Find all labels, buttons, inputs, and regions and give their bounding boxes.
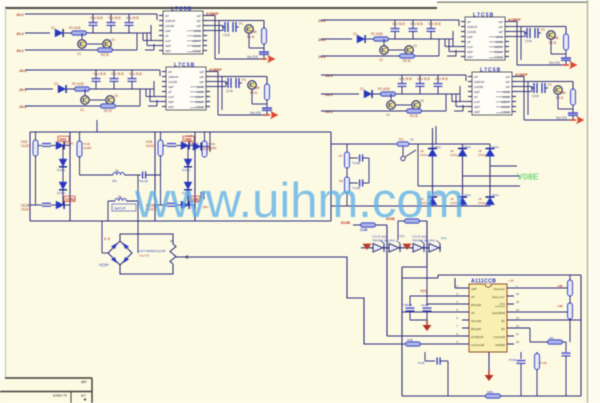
svg-text:41/4B: 41/4B [386, 217, 395, 221]
svg-text:SaP: SaP [471, 287, 477, 291]
svg-text:Tm2B: Tm2B [352, 186, 360, 190]
svg-text:2: 2 [457, 284, 459, 288]
svg-text:14: 14 [516, 308, 519, 312]
svg-text:1: 1 [516, 284, 518, 288]
svg-text:R1/4B: R1/4B [341, 221, 351, 225]
svg-text:Tacc@: Tacc@ [139, 179, 148, 183]
svg-text:1S/Hc: 1S/Hc [450, 153, 458, 157]
svg-text:2R): 2R) [112, 179, 117, 183]
svg-text:PV/B: PV/B [509, 358, 516, 362]
svg-text:I2: I2 [196, 200, 199, 204]
svg-text:9: 9 [457, 340, 459, 344]
svg-text:1N(s): 1N(s) [464, 145, 471, 149]
svg-text:A: B: A: B [104, 237, 110, 241]
svg-text:13: 13 [516, 316, 519, 320]
svg-text:C1/B: C1/B [360, 228, 368, 232]
svg-text:ab!: ab! [81, 379, 87, 384]
svg-text:xTxI: xTxI [499, 302, 505, 306]
svg-text:a/E: a/E [549, 336, 554, 340]
svg-text:www.uihm.com: www.uihm.com [134, 174, 464, 228]
svg-text:+B: +B [478, 149, 482, 153]
svg-text:+1M: +1M [508, 279, 514, 283]
svg-text:V08E: V08E [517, 172, 539, 182]
svg-text:BKsIpB: BKsIpB [471, 303, 481, 307]
svg-text:+1B: +1B [557, 304, 563, 308]
svg-text:N-2: N-2 [187, 138, 192, 142]
svg-text:H(2)B+: H(2)B+ [99, 263, 109, 267]
svg-text:1N(s): 1N(s) [434, 193, 441, 197]
svg-text:xaTxpxsB: xaTxpxsB [471, 343, 484, 347]
svg-text:W/B: W/B [407, 338, 413, 342]
svg-text:SxpIxBxB: SxpIxBxB [492, 311, 505, 315]
svg-text:W: W [170, 239, 173, 243]
svg-text:7: 7 [457, 324, 459, 328]
svg-text:+(+): +(+) [420, 289, 426, 293]
svg-text:R7: R7 [339, 154, 343, 158]
svg-text:3: 3 [457, 292, 459, 296]
svg-text:Vcc 5.5: Vcc 5.5 [139, 254, 149, 258]
svg-text:1S/Hc: 1S/Hc [478, 153, 486, 157]
svg-text:5: 5 [457, 308, 459, 312]
svg-text:+4B: +4B [557, 284, 563, 288]
svg-text:74B/4B: 74B/4B [403, 303, 412, 307]
svg-text:6: 6 [457, 316, 459, 320]
svg-text:12: 12 [516, 324, 519, 328]
svg-text:1S/Hc: 1S/Hc [478, 201, 486, 205]
svg-text:*xpIxpxB: *xpIxpxB [493, 335, 505, 339]
svg-text:1S/Hc: 1S/Hc [420, 153, 428, 157]
svg-text:Tm2B: Tm2B [352, 161, 360, 165]
svg-text:D(s): D(s) [399, 234, 405, 238]
svg-text:D(s): D(s) [441, 236, 447, 240]
svg-text:aTxB(s)P: aTxB(s)P [471, 335, 484, 339]
svg-text:BKsIpB: BKsIpB [471, 327, 481, 331]
svg-text:IsABxB: IsABxB [495, 343, 505, 347]
svg-text:A/FT-4B/BDC(2)4/B: A/FT-4B/BDC(2)4/B [139, 249, 165, 253]
svg-text:3a: 3a [118, 195, 122, 199]
svg-text:1S/Hc: 1S/Hc [450, 201, 458, 205]
svg-text:Sxpx,xxx*: Sxpx,xxx* [492, 295, 506, 299]
svg-text:B1: B1 [501, 319, 505, 323]
svg-text:FU: FU [399, 138, 404, 142]
svg-text:3a: 3a [115, 169, 119, 173]
svg-text:10: 10 [516, 340, 519, 344]
svg-text:SxxxxB: SxxxxB [471, 319, 481, 323]
svg-text:uP: uP [471, 295, 475, 299]
svg-text:R8: R8 [339, 179, 343, 183]
svg-text:15: 15 [516, 300, 519, 304]
svg-text:W/B: W/B [487, 390, 493, 394]
svg-text:A2: A2 [410, 138, 414, 142]
svg-text:3a/CnF: 3a/CnF [114, 207, 127, 211]
svg-text:16: 16 [516, 292, 519, 296]
svg-text:P1/B3+: P1/B3+ [202, 147, 212, 151]
svg-text:uP: uP [471, 311, 475, 315]
svg-text:+B: +B [478, 197, 482, 201]
svg-text:FV/B: FV/B [540, 361, 547, 365]
svg-text:4: 4 [457, 300, 459, 304]
svg-text:+B: +B [450, 149, 454, 153]
svg-text:+B: +B [420, 197, 424, 201]
svg-text:1N(s): 1N(s) [464, 193, 471, 197]
svg-text:Sxpxx(s): Sxpxx(s) [493, 287, 505, 291]
svg-text:11: 11 [516, 332, 519, 336]
svg-text:Pc/B: Pc/B [418, 361, 424, 365]
svg-text:1N(s): 1N(s) [492, 193, 499, 197]
svg-text:+B: +B [420, 149, 424, 153]
svg-text:a-!: a-! [81, 393, 86, 398]
svg-text:1N(s): 1N(s) [434, 145, 441, 149]
svg-text:1a/4B: 1a/4B [421, 303, 428, 307]
svg-text:A1/B: A1/B [186, 134, 193, 138]
svg-text:+B: +B [450, 197, 454, 201]
svg-text:a-ba r b: a-ba r b [53, 393, 68, 398]
svg-text:J2B+: J2B+ [202, 205, 209, 209]
svg-text:A111CCB: A111CCB [471, 279, 496, 285]
svg-text:8: 8 [457, 332, 459, 336]
svg-text:B1: B1 [501, 327, 505, 331]
svg-text:1N(s): 1N(s) [492, 145, 499, 149]
svg-text:1S/Hc: 1S/Hc [420, 201, 428, 205]
